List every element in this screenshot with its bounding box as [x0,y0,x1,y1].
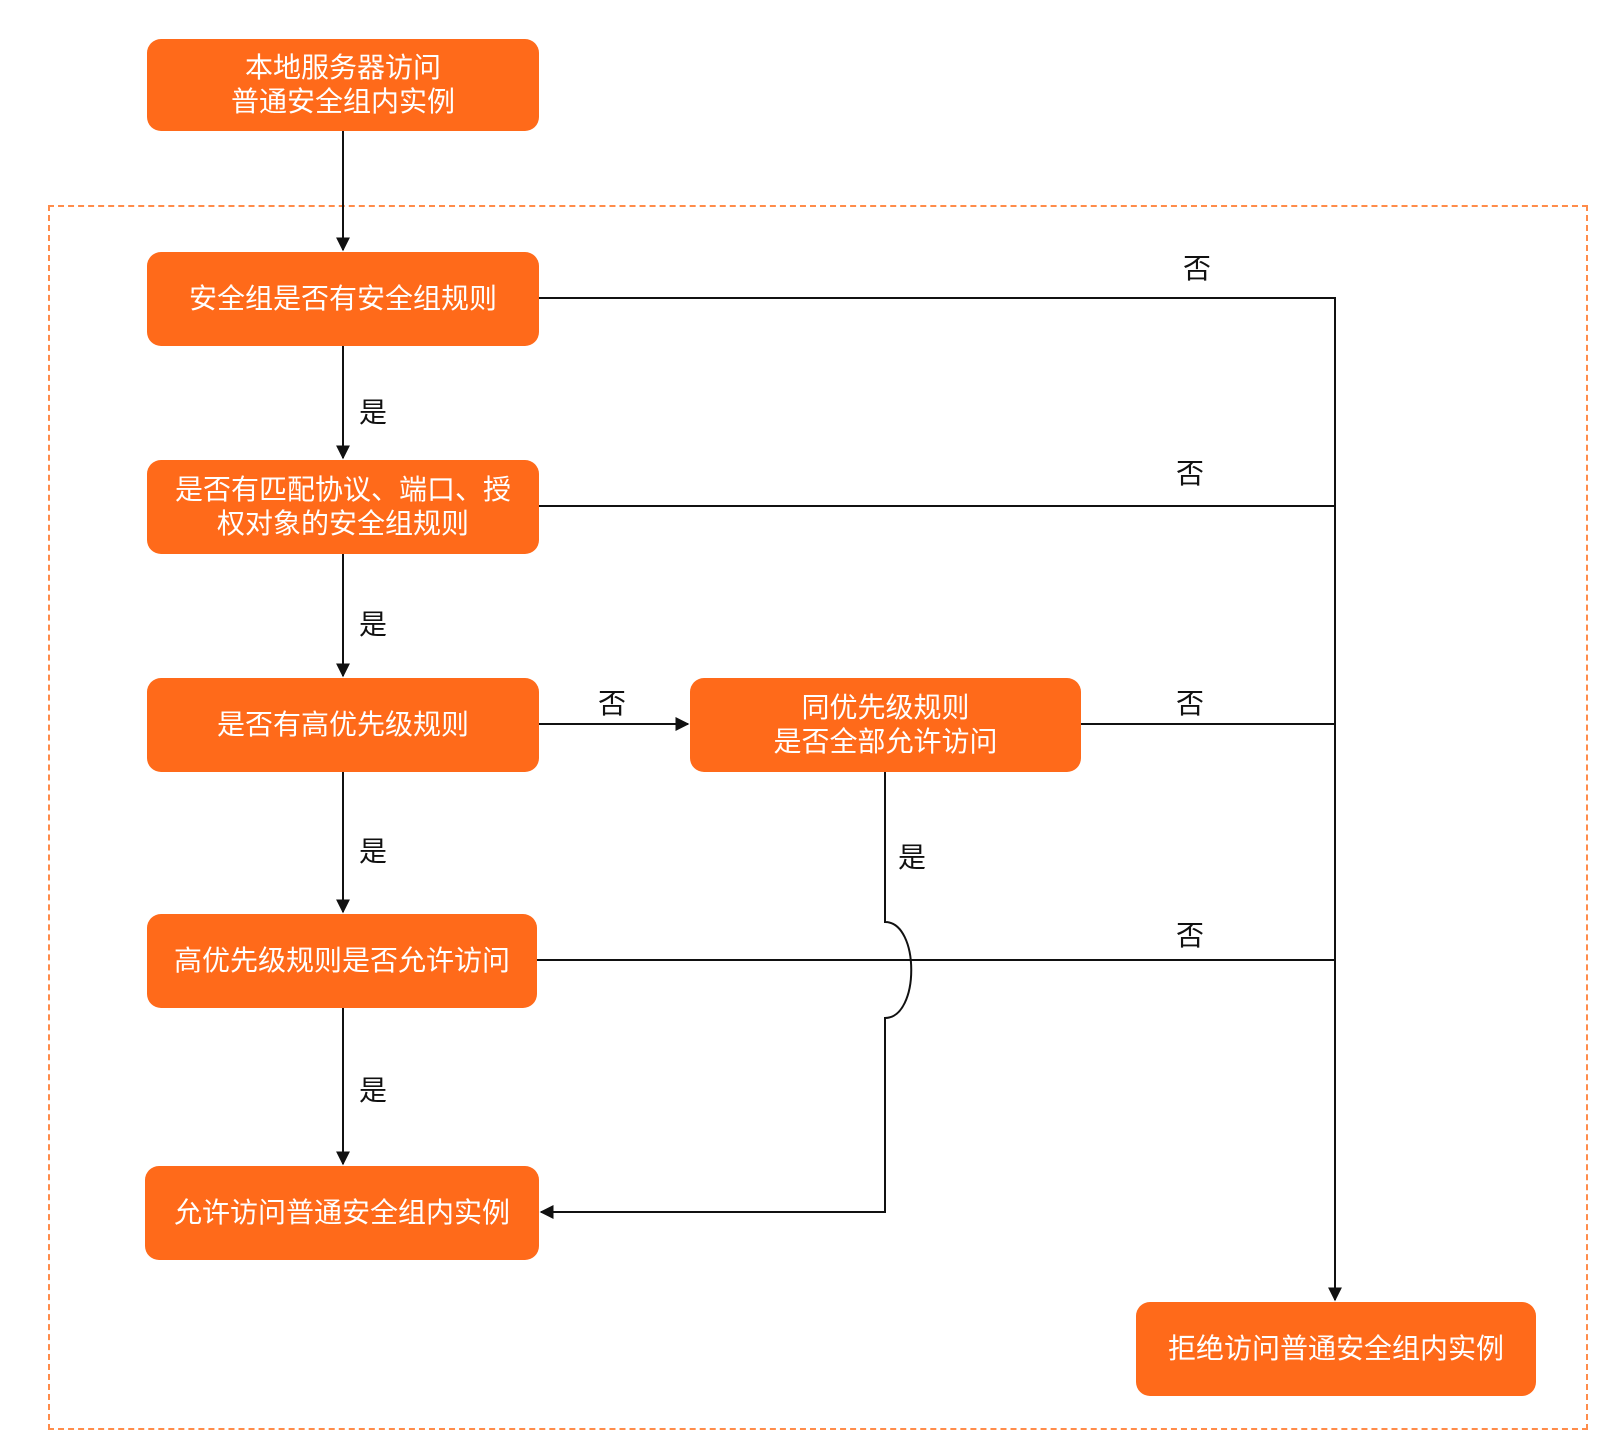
node-high-priority: 是否有高优先级规则 [147,678,539,772]
security-group-region [48,205,1588,1430]
node-deny: 拒绝访问普通安全组内实例 [1136,1302,1536,1396]
node-high-allow-line1: 高优先级规则是否允许访问 [173,944,510,977]
label-yes-high-allow: 是 [359,1074,388,1107]
label-yes-match-rules: 是 [359,608,388,641]
node-same-priority: 同优先级规则 是否全部允许访问 [690,678,1081,772]
label-yes-high-priority: 是 [359,835,388,868]
label-no-high-allow: 否 [1176,919,1205,952]
node-same-priority-line1: 同优先级规则 [801,691,970,724]
node-high-allow: 高优先级规则是否允许访问 [147,914,537,1008]
edge-same-priority-to-allow [539,772,913,1219]
node-high-priority-line1: 是否有高优先级规则 [216,708,469,741]
label-no-same-priority: 否 [1176,687,1205,720]
node-start-line2: 普通安全组内实例 [230,85,455,118]
node-deny-line1: 拒绝访问普通安全组内实例 [1167,1332,1504,1365]
label-yes-has-rules: 是 [359,396,388,429]
node-allow-line1: 允许访问普通安全组内实例 [173,1196,510,1229]
node-same-priority-line2: 是否全部允许访问 [773,725,998,758]
node-has-rules-line1: 安全组是否有安全组规则 [188,282,497,315]
edge-has-rules-to-deny [539,297,1342,1302]
node-match-rules-line1: 是否有匹配协议、端口、授 [174,473,511,506]
label-no-high-priority: 否 [598,687,627,720]
node-start-line1: 本地服务器访问 [244,51,441,84]
node-start: 本地服务器访问 普通安全组内实例 [147,39,539,131]
label-no-has-rules: 否 [1183,252,1212,285]
node-match-rules: 是否有匹配协议、端口、授 权对象的安全组规则 [147,460,539,554]
node-match-rules-line2: 权对象的安全组规则 [216,507,469,540]
label-no-match-rules: 否 [1176,457,1205,490]
node-has-rules: 安全组是否有安全组规则 [147,252,539,346]
label-yes-same-priority: 是 [898,841,927,874]
node-allow: 允许访问普通安全组内实例 [145,1166,539,1260]
